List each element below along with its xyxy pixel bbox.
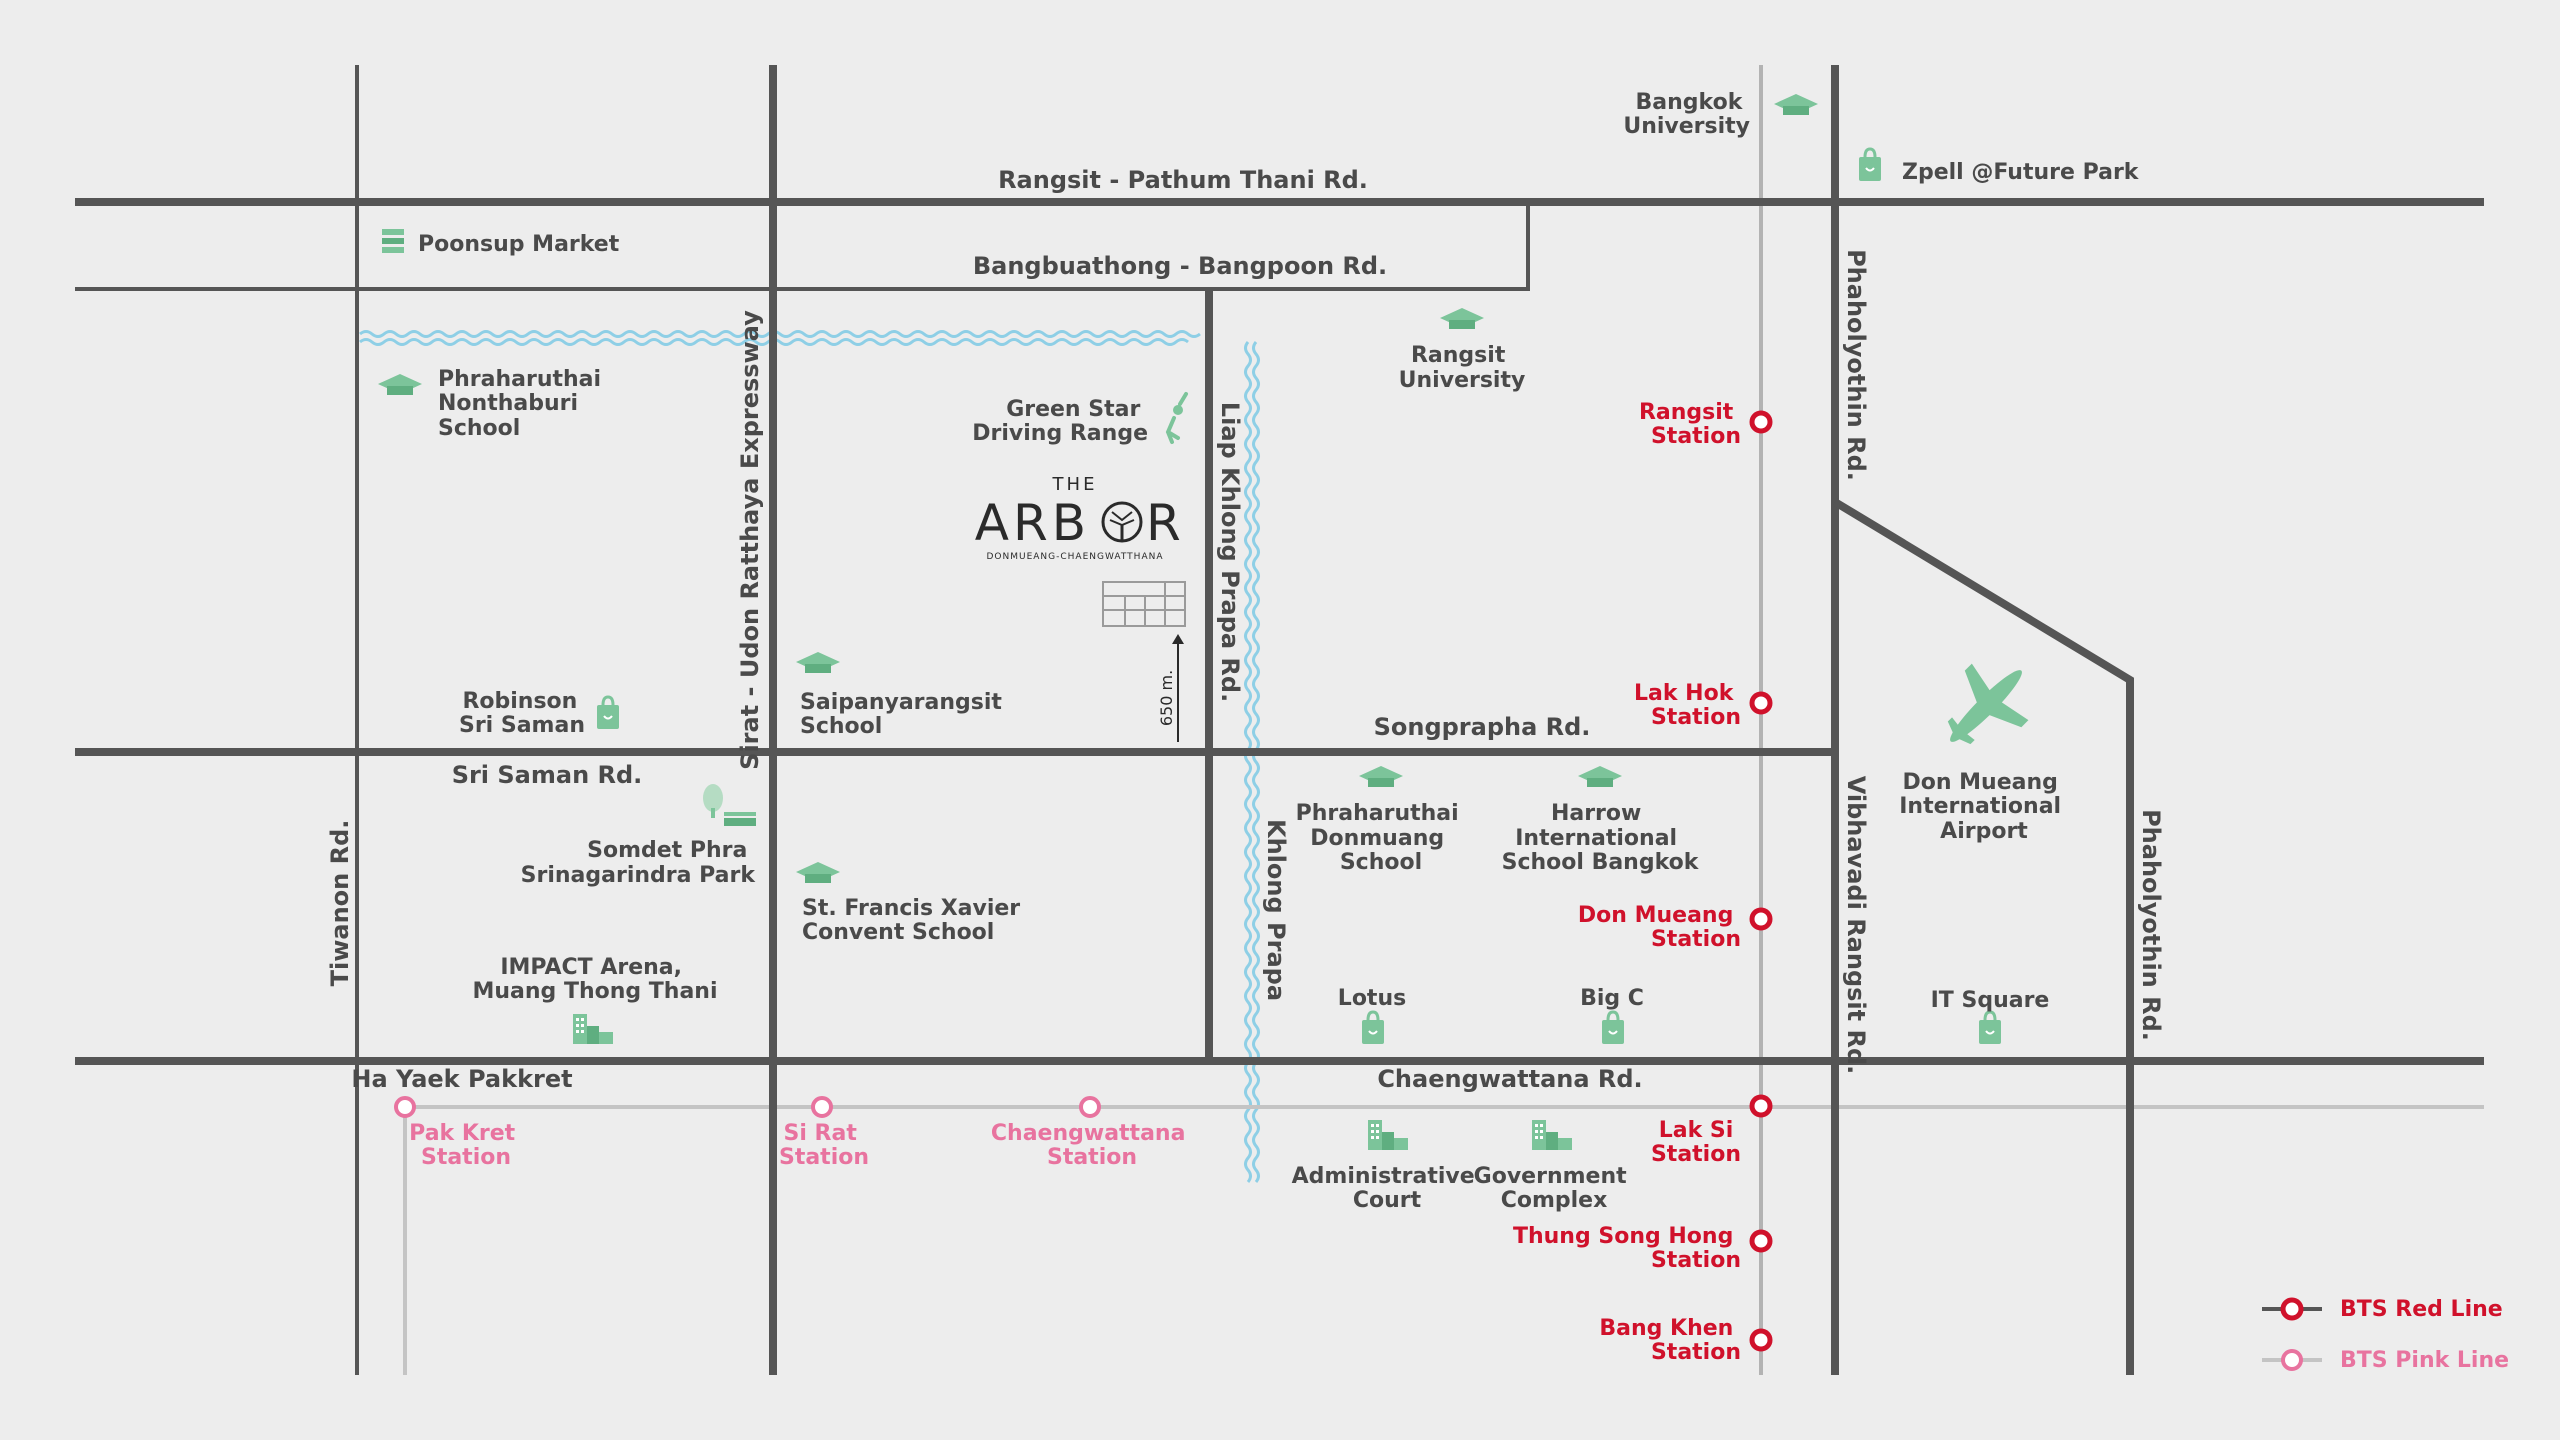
station-thung-song-hong-marker[interactable] (1749, 1229, 1773, 1253)
park-icon (703, 784, 756, 826)
label-phraharuthai-donmuang: Phraharuthai Donmuang School (1296, 801, 1467, 875)
graduation-cap-icon (1774, 94, 1818, 115)
station-bang-khen-marker[interactable] (1749, 1328, 1773, 1352)
label-somdet: Somdet Phra Srinagarindra Park (521, 838, 757, 888)
building-icon (1368, 1120, 1408, 1150)
label-green-star: Green Star Driving Range (972, 397, 1148, 446)
label-harrow: Harrow International School Bangkok (1502, 801, 1700, 875)
label-station-thung-song-hong: Thung Song Hong Station (1513, 1224, 1741, 1273)
bts-pink-track (403, 1105, 2484, 1375)
label-station-rangsit: Rangsit Station (1639, 400, 1741, 449)
project-logo-name-right: R (1146, 494, 1185, 552)
station-lak-si-marker[interactable] (1749, 1094, 1773, 1118)
shopping-bag-icon (1360, 1010, 1386, 1046)
label-admin-court: Administrative Court (1292, 1164, 1483, 1213)
label-big-c: Big C (1580, 986, 1644, 1011)
canal-vertical (1244, 341, 1252, 1183)
legend: BTS Red Line BTS Pink Line (2262, 1297, 2509, 1373)
label-chaengwattana: Chaengwattana Rd. (1377, 1065, 1642, 1093)
canal-horizontal (359, 330, 1201, 338)
shopping-bag-icon (1857, 147, 1883, 183)
road-bangbuathong (75, 202, 1530, 291)
project-building-icon (1102, 581, 1186, 627)
tree-icon (1101, 501, 1143, 543)
project-logo-name-left: ARB (975, 494, 1090, 552)
label-phaholyothin-top: Phaholyothin Rd. (1842, 249, 1870, 481)
label-lotus: Lotus (1338, 986, 1406, 1011)
graduation-cap-icon (796, 652, 840, 673)
label-saipanya: Saipanyarangsit School (800, 690, 1010, 739)
distance-arrow (1172, 634, 1184, 742)
label-songprapha: Songprapha Rd. (1374, 713, 1591, 741)
label-poonsup: Poonsup Market (418, 232, 620, 257)
legend-red-label: BTS Red Line (2340, 1297, 2503, 1322)
station-rangsit-marker[interactable] (1749, 410, 1773, 434)
station-si-rat-marker[interactable] (811, 1096, 833, 1118)
label-airport: Don Mueang International Airport (1899, 770, 2069, 844)
graduation-cap-icon (378, 374, 422, 395)
label-impact: IMPACT Arena, Muang Thong Thani (472, 955, 717, 1004)
shopping-bag-icon (1977, 1010, 2003, 1046)
label-station-chaengwattana: Chaengwattana Station (991, 1121, 1193, 1170)
canal-vertical-2 (1252, 341, 1260, 1183)
label-sirat: Sirat - Udon Ratthaya Expressway (736, 310, 764, 770)
label-station-bang-khen: Bang Khen Station (1599, 1316, 1741, 1365)
station-don-mueang-marker[interactable] (1749, 907, 1773, 931)
label-robinson: Robinson Sri Saman (459, 689, 585, 738)
market-icon (382, 229, 404, 253)
label-station-lak-hok: Lak Hok Station (1634, 681, 1741, 730)
building-icon (573, 1014, 613, 1044)
label-gov-complex: Government Complex (1474, 1164, 1635, 1213)
station-chaengwattana-marker[interactable] (1079, 1096, 1101, 1118)
legend-red-marker (2280, 1297, 2304, 1321)
label-phaholyothin-right: Phaholyothin Rd. (2137, 809, 2165, 1041)
graduation-cap-icon (796, 862, 840, 883)
label-ha-yaek: Ha Yaek Pakkret (351, 1065, 572, 1093)
label-bangkok-university: Bangkok University (1623, 90, 1750, 139)
station-lak-hok-marker[interactable] (1749, 691, 1773, 715)
label-station-pak-kret: Pak Kret Station (409, 1121, 523, 1170)
project-logo[interactable]: THE ARB R DONMUEANG-CHAENGWATTHANA (975, 474, 1185, 562)
building-icon (1532, 1120, 1572, 1150)
label-zpell: Zpell @Future Park (1902, 160, 2140, 185)
shopping-bag-icon (1600, 1010, 1626, 1046)
label-station-lak-si: Lak Si Station (1651, 1118, 1741, 1167)
project-logo-the: THE (1052, 474, 1098, 495)
label-tiwanon: Tiwanon Rd. (326, 820, 354, 987)
graduation-cap-icon (1440, 308, 1484, 329)
project-logo-sub: DONMUEANG-CHAENGWATTHANA (986, 552, 1163, 562)
label-sri-saman: Sri Saman Rd. (452, 761, 643, 789)
graduation-cap-icon (1578, 766, 1622, 787)
label-vibhavadi: Vibhavadi Rangsit Rd. (1842, 776, 1870, 1075)
label-distance: 650 m. (1157, 670, 1176, 726)
label-rangsit-pathum: Rangsit - Pathum Thani Rd. (998, 166, 1368, 194)
label-it-square: IT Square (1931, 988, 2050, 1013)
airplane-icon (1947, 663, 2029, 745)
label-liap-khlong: Liap Khlong Prapa Rd. (1216, 402, 1244, 702)
label-bangbuathong: Bangbuathong - Bangpoon Rd. (973, 252, 1387, 280)
label-khlong-prapa: Khlong Prapa (1262, 819, 1290, 1001)
label-station-don-mueang: Don Mueang Station (1578, 903, 1741, 952)
station-pak-kret-marker[interactable] (394, 1096, 416, 1118)
road-phaholyothin-right (1832, 498, 2134, 1375)
legend-pink-label: BTS Pink Line (2340, 1348, 2509, 1373)
shopping-bag-icon (595, 695, 621, 731)
graduation-cap-icon (1359, 766, 1403, 787)
legend-pink-marker (2281, 1349, 2303, 1371)
label-st-francis: St. Francis Xavier Convent School (802, 896, 1028, 945)
golf-icon (1165, 392, 1188, 444)
label-phraharuthai-nonthaburi: Phraharuthai Nonthaburi School (438, 367, 609, 441)
label-rangsit-university: Rangsit University (1399, 343, 1526, 393)
label-station-si-rat: Si Rat Station (779, 1121, 869, 1170)
